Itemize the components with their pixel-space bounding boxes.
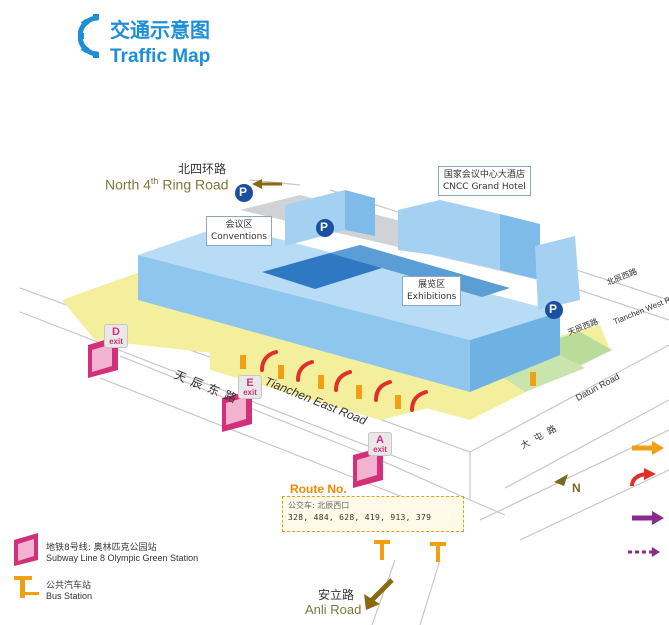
hotel-tower-2 (345, 190, 375, 236)
hotel-tower-5 (535, 236, 580, 310)
map-title-cn: 交通示意图 (110, 18, 210, 42)
hotel-tower-4 (500, 214, 540, 280)
legend-bus-en: Bus Station (46, 591, 93, 601)
gear-icon (78, 14, 99, 58)
plaza-area-front (210, 345, 440, 420)
route-title: Route No. (290, 482, 347, 496)
anli-road-arrow (364, 578, 394, 610)
orange-arrows (240, 355, 536, 409)
hotel-label-cn: 国家会议中心大酒店 (443, 170, 525, 180)
anli-road-en: Anli Road (305, 602, 362, 617)
legend-arrow-purple (632, 511, 664, 525)
parking-sign-north: P (239, 185, 248, 199)
subway-exit-a: A exit (368, 432, 392, 456)
legend-subway-icon (14, 533, 38, 566)
north-4th-ring-road-cn: 北四环路 (178, 162, 227, 176)
green-area-strip (500, 355, 585, 392)
north-4th-ring-road-en: North 4th Ring Road (105, 176, 229, 193)
conventions-label-en: Conventions (211, 232, 267, 242)
exhibitions-label-cn: 展览区 (418, 280, 446, 290)
map-title-en: Traffic Map (110, 46, 211, 67)
legend-bus-icon (14, 576, 39, 598)
conventions-callout: 会议区 Conventions (206, 216, 272, 246)
north-arrow-icon: N (554, 474, 581, 495)
parking-icons (235, 184, 563, 319)
convention-building-front (138, 255, 470, 392)
ring-road-arrow (252, 179, 282, 189)
courtyard-strip (330, 245, 510, 297)
conventions-label-cn: 会议区 (225, 220, 253, 230)
legend-arrow-dashed (628, 547, 660, 557)
exhibitions-callout: 展览区 Exhibitions (402, 276, 462, 306)
subway-exit-d: D exit (104, 324, 128, 348)
route-numbers: 328, 484, 628, 419, 913, 379 (288, 513, 432, 522)
convention-building-top (138, 225, 560, 340)
svg-text:N: N (572, 481, 581, 495)
anli-road-cn: 安立路 (318, 588, 355, 602)
legend-subway-cn: 地铁8号线: 奥林匹克公园站 (46, 543, 157, 553)
parking-sign-east: P (549, 302, 558, 316)
route-stop-name: 公交车: 北辰西口 (288, 501, 350, 510)
legend-arrow-orange (632, 441, 664, 455)
convention-building-side (470, 312, 560, 392)
subway-exit-e: E exit (238, 375, 262, 399)
courtyard (262, 253, 382, 289)
subway-exit-icons (88, 336, 383, 488)
bus-stop-icons (374, 540, 446, 562)
hotel-callout: 国家会议中心大酒店 CNCC Grand Hotel (438, 166, 531, 196)
route-info-box (282, 496, 464, 532)
entrance-arrows (260, 350, 428, 412)
hotel-tower-3 (398, 200, 500, 270)
hotel-label-en: CNCC Grand Hotel (443, 182, 526, 192)
legend-arrow-red (630, 468, 656, 487)
exhibitions-label-en: Exhibitions (407, 292, 457, 302)
legend-bus-cn: 公共汽车站 (46, 581, 92, 591)
parking-sign-center: P (320, 220, 329, 234)
legend-subway-en: Subway Line 8 Olympic Green Station (46, 553, 199, 563)
